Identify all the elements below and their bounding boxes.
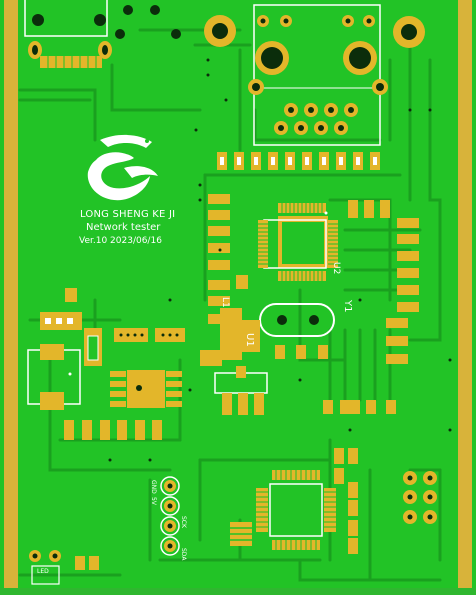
five-v-label: 5V [150, 497, 157, 505]
led-indicator [29, 550, 99, 585]
sda-label: SDA [180, 548, 187, 561]
i2c-header [160, 476, 180, 556]
resistor-column-right [348, 200, 419, 364]
cap-column-left [208, 194, 248, 324]
u2-qfp-chip [258, 203, 338, 281]
soic-chip [110, 370, 182, 408]
u1-label: U1 [244, 333, 255, 347]
gnd-label: GND [150, 480, 157, 494]
board-subtitle: Network tester [86, 222, 161, 233]
rj45-connector [248, 4, 388, 146]
resistor-row-bottom [64, 420, 162, 440]
crystal-caps [275, 345, 396, 414]
right-edge-strip [458, 0, 472, 595]
resistor-row-top [217, 152, 380, 170]
header-pads [114, 328, 185, 342]
board-title: LONG SHENG KE JI [80, 209, 176, 220]
power-section [27, 288, 102, 410]
u2-label: U2 [331, 262, 341, 275]
dragon-logo-icon [87, 134, 158, 201]
left-edge-strip [4, 0, 18, 595]
board-version: Ver.10 2023/06/16 [79, 236, 162, 246]
sck-label: SCK [180, 516, 187, 528]
bottom-right-parts [334, 448, 437, 554]
u1-regulator [200, 308, 268, 415]
y1-crystal [259, 303, 335, 337]
vias [108, 58, 452, 462]
mounting-holes [204, 15, 425, 48]
y1-label: Y1 [342, 300, 353, 313]
led-label: LED [37, 568, 49, 575]
l1-label: L1 [220, 297, 230, 308]
qfn-chip [230, 470, 336, 550]
traces [18, 28, 442, 582]
top-connector [24, 0, 112, 68]
